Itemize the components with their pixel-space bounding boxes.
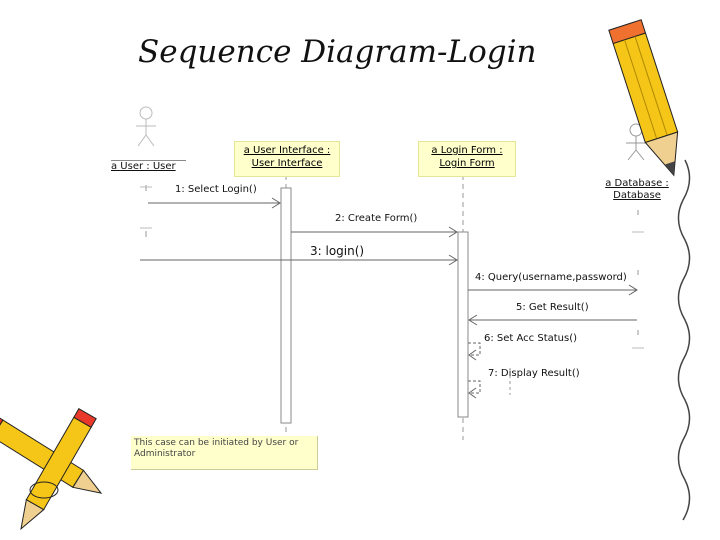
message-7-label: 7: Display Result() — [488, 368, 580, 379]
message-3-label: 3: login() — [310, 244, 365, 258]
message-1-label: 1: Select Login() — [175, 184, 257, 195]
login-form-object: a Login Form : Login Form — [418, 141, 516, 177]
message-2-label: 2: Create Form() — [335, 213, 418, 224]
pencil-icon — [608, 19, 679, 177]
msg-7-arrow — [468, 380, 481, 394]
note-text: This case can be initiated by User or Ad… — [134, 438, 299, 459]
message-5-label: 5: Get Result() — [516, 302, 589, 313]
user-actor-icon — [136, 106, 156, 147]
msg-6-arrow — [468, 342, 481, 356]
wavy-border — [677, 159, 691, 521]
user-interface-object: a User Interface : User Interface — [234, 141, 340, 177]
message-4-label: 4: Query(username,password) — [475, 272, 627, 283]
database-actor-label: a Database : Database — [605, 178, 669, 201]
slide-title: Sequence Diagram-Login — [138, 34, 537, 70]
message-6-label: 6: Set Acc Status() — [484, 333, 578, 344]
ui-activation-bar — [280, 187, 292, 424]
user-actor-label: a User : User — [111, 160, 186, 173]
form-activation-bar — [457, 231, 469, 418]
crossed-pencils-icon — [0, 408, 103, 531]
note-box: This case can be initiated by User or Ad… — [131, 436, 318, 470]
